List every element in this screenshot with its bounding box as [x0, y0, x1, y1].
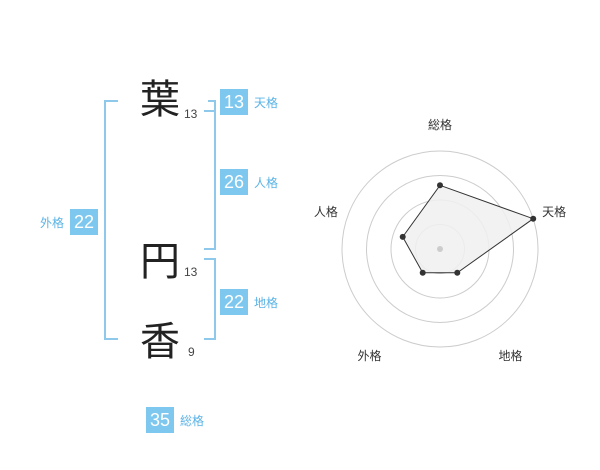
tenkaku-value: 13: [220, 89, 248, 115]
radar-axis-label-5: 人格: [314, 204, 338, 219]
stroke-count-2: 13: [184, 265, 198, 279]
gaikaku-badge: 22 外格: [40, 209, 99, 235]
radar-axis-label-3: 地格: [499, 348, 523, 363]
radar-axis-label-4: 外格: [357, 348, 381, 363]
tenkaku-badge: 13 天格: [220, 89, 278, 115]
tenkaku-label: 天格: [254, 95, 279, 110]
radar-series-area: [402, 184, 535, 274]
radar-point-1: [437, 182, 443, 189]
jinkaku-value: 26: [220, 169, 248, 195]
radar-axis-label-2: 天格: [542, 204, 566, 219]
radar-grid-ring: [341, 150, 539, 348]
jinkaku-badge: 26 人格: [220, 169, 278, 195]
radar-point-3: [454, 269, 461, 276]
soukaku-label: 総格: [180, 413, 205, 428]
gaikaku-bracket: [104, 100, 118, 340]
chikaku-badge: 22 地格: [220, 289, 278, 315]
radar-grid-ring: [366, 175, 514, 323]
gaikaku-label: 外格: [40, 215, 65, 230]
radar-center-dot: [437, 246, 443, 252]
name-char-3: 香: [140, 319, 180, 365]
chikaku-bracket: [204, 258, 216, 340]
jinkaku-label: 人格: [254, 175, 279, 190]
jinkaku-bracket: [204, 110, 216, 250]
stroke-count-1: 13: [184, 107, 198, 121]
gaikaku-value: 22: [70, 209, 99, 235]
soukaku-badge: 35 総格: [146, 407, 204, 433]
stroke-count-3: 9: [188, 345, 195, 359]
radar-point-5: [399, 233, 406, 240]
tenkaku-bracket: [208, 100, 216, 110]
name-char-2: 円: [140, 239, 180, 285]
chikaku-value: 22: [220, 289, 248, 315]
radar-axis-label-1: 総格: [428, 117, 452, 132]
soukaku-value: 35: [146, 407, 174, 433]
radar-point-4: [419, 269, 426, 276]
radar-point-2: [530, 215, 537, 222]
chikaku-label: 地格: [254, 295, 279, 310]
name-char-1: 葉: [140, 77, 180, 123]
